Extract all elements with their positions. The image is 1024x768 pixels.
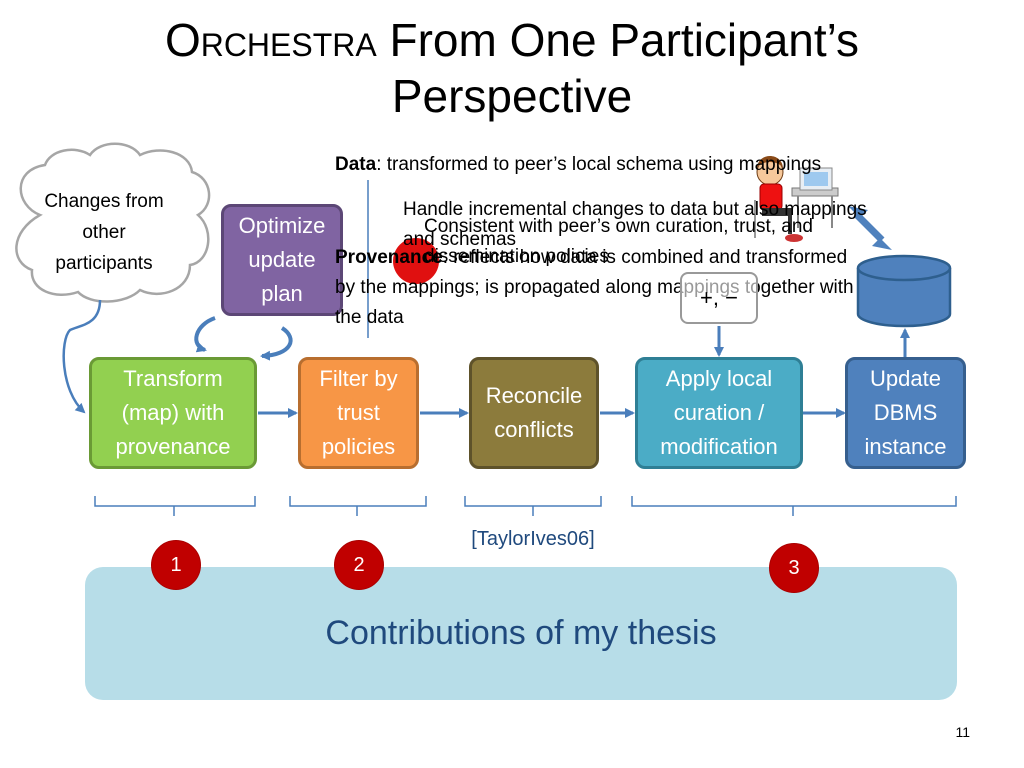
data-label: Data: [335, 154, 377, 175]
cycle-arrow-right: [260, 326, 293, 361]
database-icon: [856, 254, 952, 328]
cloud-connector: [62, 299, 102, 414]
slide-title: Orchestra From One Participant’s Perspec…: [0, 12, 1024, 124]
cycle-arrow-left: [194, 316, 216, 353]
plus-minus-box: +, −: [680, 272, 758, 324]
provenance-label: Provenance: [335, 247, 443, 268]
pipeline-step-filter: Filter by trust policies: [298, 357, 419, 469]
title-line2: Perspective: [391, 70, 633, 122]
brackets: [94, 496, 957, 516]
person-computer-icon: [754, 156, 839, 242]
handle-note: Handle incremental changes to data but a…: [403, 199, 867, 250]
red-circle: [393, 238, 439, 284]
badge-2: 2: [334, 540, 384, 590]
pipeline-step-transform: Transform (map) with provenance: [89, 357, 257, 469]
badge-3: 3: [769, 543, 819, 593]
pipeline-step-reconcile: Reconcile conflicts: [469, 357, 599, 469]
badge-1: 1: [151, 540, 201, 590]
title-line1: From One Participant’s: [376, 14, 860, 66]
consistent-note: Consistent with peer’s own curation, tru…: [424, 216, 813, 267]
pipeline-step-apply: Apply local curation / modification: [635, 357, 803, 469]
provenance-note: Provenance: reflects how data is combine…: [335, 243, 865, 333]
optimize-box: Optimize update plan: [221, 204, 343, 316]
citation: [TaylorIves06]: [471, 528, 595, 550]
title-orchestra: Orchestra: [164, 14, 377, 66]
data-note: Data: transformed to peer’s local schema…: [335, 150, 825, 180]
page-number: 11: [955, 724, 970, 740]
data-text: : transformed to peer’s local schema usi…: [376, 154, 822, 175]
cloud-shape: [15, 142, 211, 303]
contributions-box: Contributions of my thesis: [85, 567, 957, 700]
cloud-text: Changes from other participants: [44, 191, 164, 274]
double-arrow-icon: [848, 206, 892, 250]
pipeline-step-update: Update DBMS instance: [845, 357, 966, 469]
